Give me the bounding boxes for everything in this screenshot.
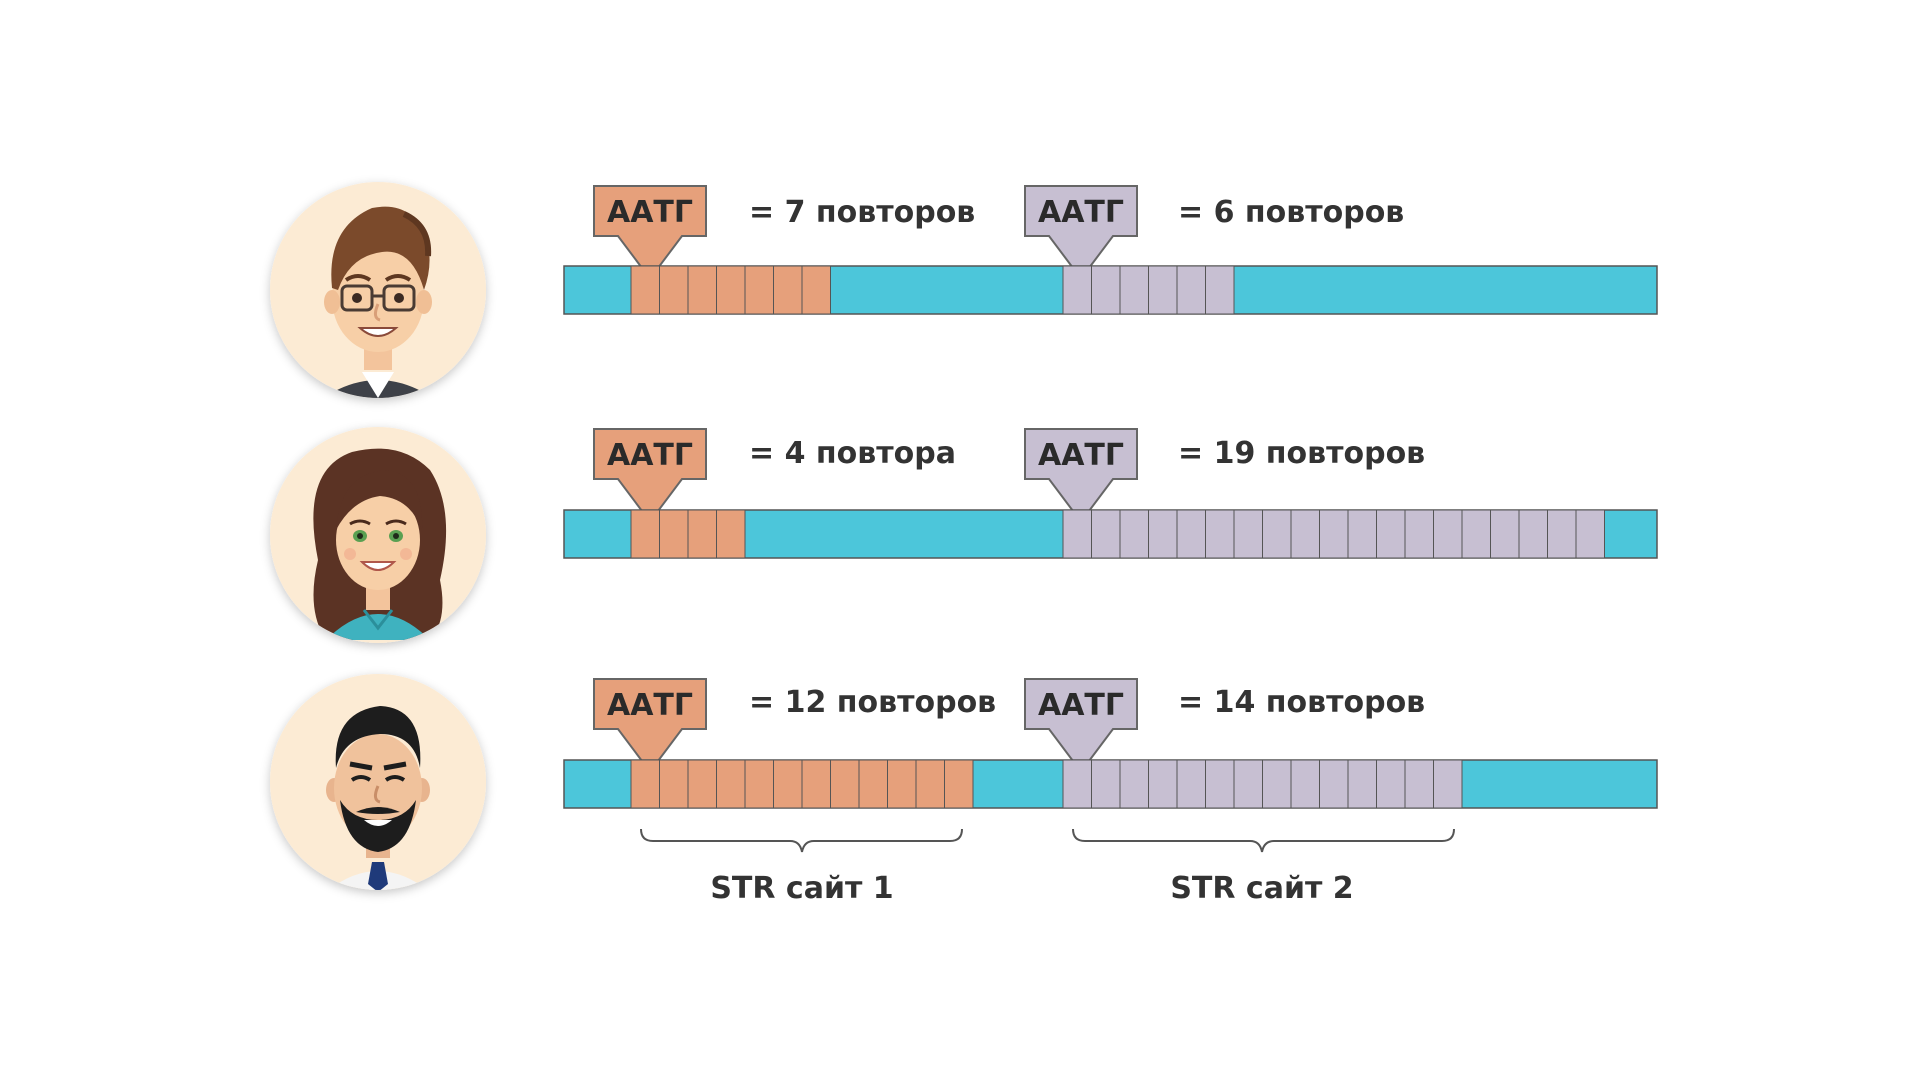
site-2-repeat-unit <box>1205 759 1235 809</box>
dna-strand <box>563 265 1658 315</box>
str-site-2-label: STR сайт 2 <box>1170 871 1353 906</box>
site-2-repeat-unit <box>1119 265 1149 315</box>
site-2-repeat-unit <box>1091 509 1121 559</box>
site-1-repeat-unit <box>687 265 717 315</box>
site-2-repeat-unit <box>1575 509 1605 559</box>
dna-strand <box>563 759 1658 809</box>
site-1-repeat-unit <box>801 265 831 315</box>
dna-row: ААТГ = 4 повтора ААТГ = 19 повторов <box>563 428 1658 559</box>
site-1-motif-tag: ААТГ <box>593 678 707 762</box>
site-1-repeat-unit <box>659 509 689 559</box>
site-2-repeat-unit <box>1547 509 1577 559</box>
site-1-motif-tag: ААТГ <box>593 185 707 269</box>
repeat-count-label: = 19 повторов <box>1178 436 1425 471</box>
site-2-repeat-unit <box>1176 759 1206 809</box>
dna-row: ААТГ = 12 повторов ААТГ = 14 повторов <box>563 678 1658 809</box>
site-2-repeat-unit <box>1433 509 1463 559</box>
site-2-repeat-unit <box>1461 509 1491 559</box>
motif-label: ААТГ <box>1038 438 1124 473</box>
man-with-glasses-avatar <box>270 182 486 398</box>
site-2-repeat-unit <box>1205 265 1235 315</box>
repeat-count-label: = 4 повтора <box>749 436 956 471</box>
site-2-repeat-unit <box>1148 509 1178 559</box>
dna-row: ААТГ = 7 повторов ААТГ = 6 повторов <box>563 185 1658 315</box>
site-2-repeat-unit <box>1347 509 1377 559</box>
site-2-motif-tag: ААТГ <box>1024 678 1138 762</box>
site-1-repeat-unit <box>630 509 660 559</box>
site-2-repeat-unit <box>1433 759 1463 809</box>
str-site-1-label: STR сайт 1 <box>710 871 893 906</box>
site-2-repeat-unit <box>1262 509 1292 559</box>
site-1-repeat-unit <box>744 265 774 315</box>
site-2-repeat-unit <box>1091 759 1121 809</box>
motif-label: ААТГ <box>607 438 693 473</box>
site-2-repeat-unit <box>1376 759 1406 809</box>
site-2-repeat-unit <box>1290 759 1320 809</box>
str-site-2-brace <box>1072 828 1455 853</box>
repeat-count-label: = 12 повторов <box>749 685 996 720</box>
str-site-1-brace <box>640 828 963 853</box>
repeat-count-label: = 14 повторов <box>1178 685 1425 720</box>
site-1-repeat-unit <box>944 759 974 809</box>
site-1-repeat-unit <box>887 759 917 809</box>
site-1-repeat-unit <box>773 759 803 809</box>
site-2-repeat-unit <box>1319 759 1349 809</box>
repeat-count-label: = 6 повторов <box>1178 195 1404 230</box>
site-2-repeat-unit <box>1319 509 1349 559</box>
site-2-repeat-unit <box>1404 759 1434 809</box>
motif-label: ААТГ <box>1038 195 1124 230</box>
site-1-repeat-unit <box>659 759 689 809</box>
site-1-repeat-unit <box>630 265 660 315</box>
motif-label: ААТГ <box>607 688 693 723</box>
site-2-repeat-unit <box>1148 759 1178 809</box>
site-2-repeat-unit <box>1404 509 1434 559</box>
site-2-repeat-unit <box>1233 759 1263 809</box>
site-2-repeat-unit <box>1347 759 1377 809</box>
site-1-repeat-unit <box>801 759 831 809</box>
site-2-repeat-unit <box>1062 509 1092 559</box>
site-2-repeat-unit <box>1290 509 1320 559</box>
site-1-motif-tag: ААТГ <box>593 428 707 512</box>
site-1-repeat-unit <box>687 759 717 809</box>
repeat-count-label: = 7 повторов <box>749 195 975 230</box>
site-2-repeat-unit <box>1062 759 1092 809</box>
bearded-man-avatar <box>270 674 486 890</box>
site-2-repeat-unit <box>1119 759 1149 809</box>
site-2-repeat-unit <box>1176 509 1206 559</box>
site-2-repeat-unit <box>1062 265 1092 315</box>
site-2-repeat-unit <box>1091 265 1121 315</box>
woman-long-hair-avatar <box>270 427 486 643</box>
site-2-repeat-unit <box>1176 265 1206 315</box>
site-2-repeat-unit <box>1233 509 1263 559</box>
site-2-repeat-unit <box>1262 759 1292 809</box>
site-1-repeat-unit <box>687 509 717 559</box>
site-2-repeat-unit <box>1490 509 1520 559</box>
site-1-repeat-unit <box>716 759 746 809</box>
motif-label: ААТГ <box>607 195 693 230</box>
site-2-motif-tag: ААТГ <box>1024 185 1138 269</box>
site-1-repeat-unit <box>744 759 774 809</box>
site-2-motif-tag: ААТГ <box>1024 428 1138 512</box>
dna-strand <box>563 509 1658 559</box>
site-1-repeat-unit <box>716 265 746 315</box>
site-1-repeat-unit <box>915 759 945 809</box>
site-1-repeat-unit <box>630 759 660 809</box>
site-2-repeat-unit <box>1518 509 1548 559</box>
site-1-repeat-unit <box>830 759 860 809</box>
site-2-repeat-unit <box>1119 509 1149 559</box>
site-2-repeat-unit <box>1205 509 1235 559</box>
site-2-repeat-unit <box>1148 265 1178 315</box>
motif-label: ААТГ <box>1038 688 1124 723</box>
site-1-repeat-unit <box>858 759 888 809</box>
site-1-repeat-unit <box>773 265 803 315</box>
site-1-repeat-unit <box>659 265 689 315</box>
site-2-repeat-unit <box>1376 509 1406 559</box>
site-1-repeat-unit <box>716 509 746 559</box>
